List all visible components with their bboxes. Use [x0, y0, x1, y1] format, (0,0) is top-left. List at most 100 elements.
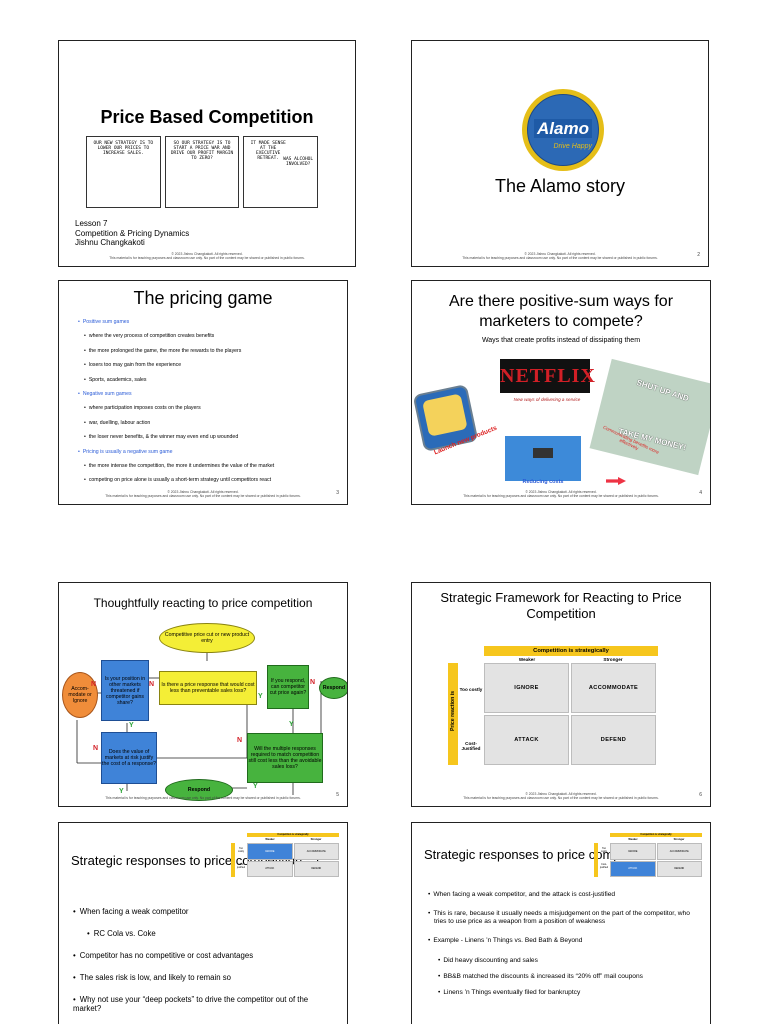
footer-notice: This material is for teaching purposes a…: [105, 795, 301, 800]
comic-panel-2: SO OUR STRATEGY IS TO START A PRICE WAR …: [164, 136, 240, 208]
bullet-item: BB&B matched the discounts & increased i…: [428, 973, 700, 980]
lesson-number: Lesson 7: [75, 219, 108, 228]
slide-6: Strategic Framework for Reacting to Pric…: [411, 582, 711, 807]
yes-label: Y: [129, 722, 134, 729]
bullet-item: Positive sum games: [76, 319, 339, 325]
mini-cell: DEFEND: [656, 860, 702, 877]
bullet-item: Why not use your “deep pockets” to drive…: [73, 995, 337, 1013]
slide-title: Price Based Competition: [100, 107, 314, 127]
no-label: N: [310, 679, 316, 686]
slide-footer: © 2023 Jishnu Changkakoti. All rights re…: [59, 490, 347, 498]
column-weaker: Weaker: [518, 657, 536, 662]
comic-text: IT MADE SENSE AT THE EXECUTIVE RETREAT.: [250, 141, 286, 161]
bullet-item: When facing a weak competitor, and the a…: [428, 891, 700, 898]
mini-grid: IGNORE ACCOMMODATE ATTACK DEFEND: [610, 843, 702, 877]
matrix-side-bar: Price reaction is: [448, 663, 458, 765]
mini-col-weaker: Weaker: [628, 838, 638, 841]
mini-cell: ATTACK: [247, 860, 293, 877]
mini-cell: ACCOMMODATE: [656, 843, 702, 860]
drone-body: [533, 448, 553, 458]
decision-cost: Is there a price response that would cos…: [159, 671, 257, 705]
mini-grid: IGNORE ACCOMMODATE ATTACK DEFEND: [247, 843, 339, 877]
bullet-item: the loser never benefits, & the winner m…: [76, 434, 339, 440]
row-too-costly: Too costly: [459, 687, 483, 692]
bullet-item: Pricing is usually a negative sum game: [76, 449, 339, 455]
bullet-item: war, duelling, labour action: [76, 420, 339, 426]
mini-row-costly: Too costly: [600, 847, 608, 853]
comic-text: OUR NEW STRATEGY IS TO LOWER OUR PRICES …: [93, 141, 154, 156]
mini-columns: Weaker Stronger: [610, 838, 702, 841]
no-label: N: [149, 681, 155, 688]
comic-text: WAS ALCOHOL INVOLVED?: [283, 157, 314, 167]
no-label: N: [237, 737, 243, 744]
slide-5: Thoughtfully reacting to price competiti…: [58, 582, 348, 807]
footer-notice: This material is for teaching purposes a…: [463, 493, 659, 498]
slide-title: Strategic Framework for Reacting to Pric…: [440, 590, 682, 621]
slide-footer: This material is for teaching purposes a…: [59, 796, 347, 800]
column-stronger: Stronger: [603, 657, 623, 662]
cell-defend: DEFEND: [571, 715, 656, 765]
slide-title: The Alamo story: [494, 176, 626, 196]
comic-panel-3: IT MADE SENSE AT THE EXECUTIVE RETREAT. …: [243, 136, 319, 208]
logo-tagline: Drive Happy: [553, 143, 592, 150]
bullet-item: where participation imposes costs on the…: [76, 405, 339, 411]
matrix-header: Competition is strategically: [484, 646, 658, 656]
mini-cell: IGNORE: [610, 843, 656, 860]
bullet-item: where the very process of competition cr…: [76, 333, 339, 339]
slide-3: The pricing game Positive sum games where…: [58, 280, 348, 505]
page-number: 6: [699, 792, 702, 798]
author-name: Jishnu Changkakoti: [75, 238, 145, 247]
logo-word: Alamo: [534, 119, 592, 138]
course-name: Competition & Pricing Dynamics: [75, 228, 190, 238]
footer-notice: This material is for teaching purposes a…: [109, 255, 305, 260]
bullet-item: Competitor has no competitive or cost ad…: [73, 951, 337, 960]
mini-col-stronger: Stronger: [673, 838, 685, 841]
page-number: 5: [336, 792, 339, 798]
decision-match: If you respond, can competitor cut price…: [267, 665, 309, 709]
decision-multiple: Will the multiple responses required to …: [247, 733, 323, 783]
page-number: 2: [697, 252, 700, 258]
comic-panel-1: OUR NEW STRATEGY IS TO LOWER OUR PRICES …: [86, 136, 161, 208]
slide-title: Thoughtfully reacting to price competiti…: [93, 596, 313, 610]
mini-cell: DEFEND: [293, 860, 339, 877]
mini-header: Competition is strategically: [247, 833, 339, 837]
footer-notice: This material is for teaching purposes a…: [462, 255, 658, 260]
bullet-list: Positive sum games where the very process…: [76, 319, 339, 492]
bullet-item: the more intense the competition, the mo…: [76, 463, 339, 469]
start-node: Competitive price cut or new product ent…: [159, 623, 255, 653]
netflix-caption: New ways of delivering a service: [513, 397, 581, 402]
cell-ignore: IGNORE: [484, 663, 569, 713]
reducing-costs-caption: Reducing costs: [522, 479, 564, 485]
mini-cell: IGNORE: [247, 843, 293, 860]
strategy-matrix: IGNORE ACCOMMODATE ATTACK DEFEND: [484, 663, 656, 765]
slide-1: Price Based Competition OUR NEW STRATEGY…: [58, 40, 356, 267]
slide-2: Alamo Drive Happy The Alamo story © 2023…: [411, 40, 709, 267]
footer-notice: This material is for teaching purposes a…: [105, 493, 301, 498]
no-label: N: [93, 745, 99, 752]
slide-footer: © 2023 Jishnu Changkakoti. All rights re…: [412, 490, 710, 498]
bullet-item: Did heavy discounting and sales: [428, 957, 700, 964]
bullet-item: losers too may gain from the experience: [76, 362, 339, 368]
netflix-logo: NETFLIX: [500, 359, 595, 393]
no-label: N: [91, 681, 97, 688]
page-number: 3: [336, 490, 339, 496]
bullet-item: Negative sum games: [76, 391, 339, 397]
arrow-right-icon: [606, 477, 626, 485]
bullet-item: the more prolonged the game, the more th…: [76, 348, 339, 354]
accommodate-node: Accom-modate or Ignore: [62, 672, 98, 718]
footer-notice: This material is for teaching purposes a…: [463, 795, 659, 800]
comic-text: SO OUR STRATEGY IS TO START A PRICE WAR …: [170, 141, 234, 161]
mini-side-bar: [594, 843, 598, 877]
yes-label: Y: [253, 783, 258, 790]
slide-4: Are there positive-sum ways for marketer…: [411, 280, 711, 505]
cell-attack: ATTACK: [484, 715, 569, 765]
row-cost-justified: Cost-Justified: [461, 741, 481, 752]
bullet-item: Sports, academics, sales: [76, 377, 339, 383]
slide-footer: © 2023 Jishnu Changkakoti. All rights re…: [59, 252, 355, 260]
slide-title: The pricing game: [133, 288, 273, 308]
respond-node-bottom: Respond: [165, 779, 233, 801]
bullet-list: When facing a weak competitorRC Cola vs.…: [73, 907, 337, 1024]
decision-value: Does the value of markets at risk justif…: [101, 732, 157, 784]
bullet-item: Linens ’n Things eventually filed for ba…: [428, 989, 700, 996]
